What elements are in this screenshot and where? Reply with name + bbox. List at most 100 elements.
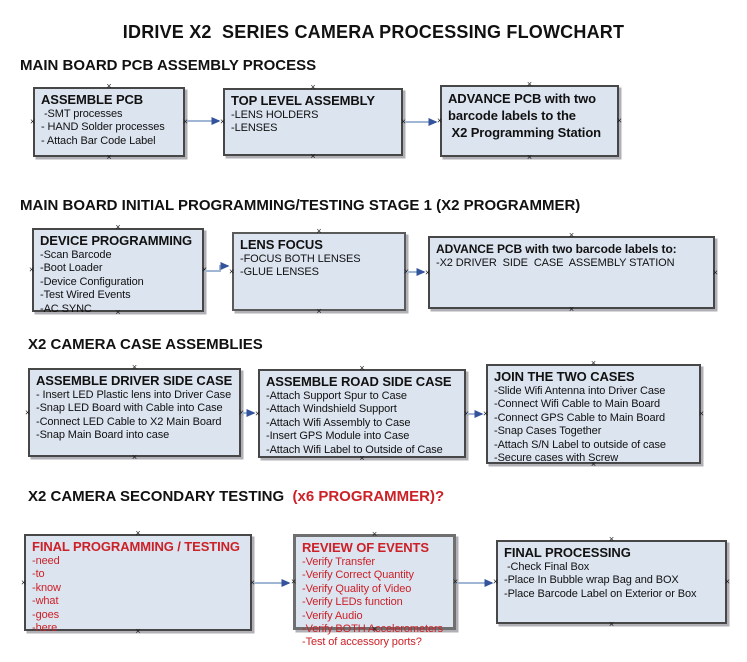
box-line: -Verify Quality of Video bbox=[302, 582, 412, 595]
connection-point-icon: × bbox=[493, 576, 499, 587]
connection-point-icon: × bbox=[291, 576, 297, 587]
box-line: -GLUE LENSES bbox=[240, 266, 319, 279]
box-line: -to bbox=[32, 568, 45, 581]
connection-point-icon: × bbox=[131, 362, 138, 372]
connection-point-icon: × bbox=[310, 151, 316, 161]
box-line: -need bbox=[32, 555, 60, 567]
connection-point-icon: × bbox=[115, 222, 121, 232]
connection-point-icon: × bbox=[724, 576, 730, 587]
box-title: FINAL PROCESSING bbox=[504, 545, 631, 560]
connection-point-icon: × bbox=[316, 226, 322, 236]
box-line: -AC SYNC bbox=[40, 302, 92, 315]
connection-point-icon: × bbox=[712, 267, 718, 277]
box-line: -Boot Loader bbox=[40, 262, 103, 275]
section-heading-pcb-assembly: MAIN BOARD PCB ASSEMBLY PROCESS bbox=[20, 57, 317, 74]
flow-box-advance-pcb-driver-side-station[interactable]: ADVANCE PCB with two barcode labels to: … bbox=[425, 231, 718, 314]
box-title: JOIN THE TWO CASES bbox=[494, 369, 635, 384]
connection-point-icon: × bbox=[452, 576, 458, 587]
box-line: X2 Programming Station bbox=[448, 125, 602, 140]
flow-box-final-processing[interactable]: FINAL PROCESSING -Check Final Box -Place… bbox=[493, 535, 730, 629]
box-line: -know bbox=[32, 581, 61, 594]
flow-box-device-programming[interactable]: DEVICE PROGRAMMING -Scan Barcode -Boot L… bbox=[29, 223, 207, 317]
box-title: DEVICE PROGRAMMING bbox=[40, 233, 193, 248]
box-line: -Snap LED Board with Cable into Case bbox=[36, 402, 223, 415]
box-title: ADVANCE PCB with two barcode labels to: bbox=[436, 242, 677, 256]
connection-point-icon: × bbox=[483, 408, 489, 419]
section-heading-case-assemblies: X2 CAMERA CASE ASSEMBLIES bbox=[28, 336, 263, 353]
section-heading-red-part: (x6 PROGRAMMER)? bbox=[288, 488, 445, 505]
box-line: -Attach Support Spur to Case bbox=[266, 390, 407, 402]
flow-box-top-level-assembly[interactable]: TOP LEVEL ASSEMBLY -LENS HOLDERS -LENSES… bbox=[220, 83, 406, 161]
box-title: ASSEMBLE PCB bbox=[41, 92, 144, 107]
connection-point-icon: × bbox=[255, 408, 261, 418]
connection-point-icon: × bbox=[616, 115, 622, 126]
connection-point-icon: × bbox=[106, 81, 112, 91]
box-line: -Secure cases with Screw bbox=[494, 452, 619, 465]
box-line: -Connect LED Cable to X2 Main Board bbox=[36, 415, 222, 428]
box-line: -SMT processes bbox=[41, 108, 123, 120]
box-line: barcode labels to the bbox=[448, 108, 576, 123]
flow-box-assemble-driver-side-case[interactable]: ASSEMBLE DRIVER SIDE CASE - Insert LED P… bbox=[25, 363, 244, 462]
box-line: -Test Wired Events bbox=[40, 289, 131, 302]
connection-point-icon: × bbox=[106, 152, 112, 162]
box-line: -Check Final Box bbox=[504, 561, 590, 573]
flow-box-assemble-road-side-case[interactable]: ASSEMBLE ROAD SIDE CASE -Attach Support … bbox=[255, 364, 469, 463]
box-line: -Slide Wifi Antenna into Driver Case bbox=[494, 385, 666, 397]
connection-point-icon: × bbox=[437, 115, 443, 126]
flow-box-lens-focus[interactable]: LENS FOCUS -FOCUS BOTH LENSES -GLUE LENS… bbox=[229, 227, 409, 316]
connection-point-icon: × bbox=[220, 116, 226, 127]
connection-point-icon: × bbox=[229, 266, 235, 276]
flow-box-final-programming-testing[interactable]: FINAL PROGRAMMING / TESTING -need -to -k… bbox=[21, 529, 255, 636]
flow-box-join-the-two-cases[interactable]: JOIN THE TWO CASES -Slide Wifi Antenna i… bbox=[483, 359, 704, 469]
section-heading-initial-programming: MAIN BOARD INITIAL PROGRAMMING/TESTING S… bbox=[20, 197, 581, 214]
connection-point-icon: × bbox=[201, 264, 207, 275]
connection-point-icon: × bbox=[182, 116, 188, 127]
box-line: -Verify BOTH Accelerometers bbox=[302, 623, 443, 636]
box-title: ASSEMBLE DRIVER SIDE CASE bbox=[36, 373, 233, 388]
connection-point-icon: × bbox=[400, 116, 406, 127]
connection-point-icon: × bbox=[135, 528, 141, 538]
box-line: -Insert GPS Module into Case bbox=[266, 430, 410, 443]
connection-point-icon: × bbox=[131, 452, 138, 462]
connection-point-icon: × bbox=[608, 619, 615, 629]
box-line: -Snap Cases Together bbox=[494, 425, 602, 438]
box-line: -Scan Barcode bbox=[40, 249, 112, 261]
connection-point-icon: × bbox=[371, 529, 378, 539]
box-line: -Attach Wifi Label to Outside of Case bbox=[266, 443, 443, 456]
connection-point-icon: × bbox=[30, 116, 36, 127]
flow-box-assemble-pcb[interactable]: ASSEMBLE PCB -SMT processes - HAND Solde… bbox=[30, 82, 188, 162]
connection-point-icon: × bbox=[425, 267, 431, 277]
connector-arrow[interactable] bbox=[205, 262, 230, 272]
box-line: -X2 DRIVER SIDE CASE ASSEMBLY STATION bbox=[436, 257, 675, 269]
box-line: -Verify Transfer bbox=[302, 556, 375, 568]
box-title: REVIEW OF EVENTS bbox=[302, 540, 429, 555]
box-line: - Attach Bar Code Label bbox=[41, 134, 156, 147]
connection-point-icon: × bbox=[526, 79, 533, 89]
flow-box-advance-pcb-programming-station[interactable]: ADVANCE PCB with two barcode labels to t… bbox=[437, 80, 622, 162]
box-line: -Place Barcode Label on Exterior or Box bbox=[504, 587, 697, 600]
connection-point-icon: × bbox=[249, 577, 255, 587]
box-line: -goes bbox=[32, 608, 60, 621]
connection-point-icon: × bbox=[526, 152, 533, 162]
box-title: FINAL PROGRAMMING / TESTING bbox=[32, 539, 240, 554]
section-heading-secondary-testing: X2 CAMERA SECONDARY TESTING (x6 PROGRAMM… bbox=[28, 488, 444, 505]
connection-point-icon: × bbox=[568, 304, 575, 314]
connection-point-icon: × bbox=[316, 306, 322, 316]
connection-point-icon: × bbox=[698, 408, 704, 419]
box-line: -Snap Main Board into case bbox=[36, 429, 170, 442]
box-line: -LENSES bbox=[231, 122, 278, 135]
box-line: -Verify Correct Quantity bbox=[302, 569, 414, 582]
box-line: -here bbox=[32, 622, 58, 635]
box-line: -Verify Audio bbox=[302, 609, 363, 622]
connection-point-icon: × bbox=[29, 264, 35, 275]
flow-box-review-of-events[interactable]: REVIEW OF EVENTS -Verify Transfer -Verif… bbox=[291, 530, 458, 649]
connection-point-icon: × bbox=[25, 407, 31, 417]
box-line: -Attach Wifi Assembly to Case bbox=[266, 416, 411, 429]
connection-point-icon: × bbox=[590, 358, 597, 368]
box-line: -Connect GPS Cable to Main Board bbox=[494, 411, 666, 424]
box-title: TOP LEVEL ASSEMBLY bbox=[231, 93, 375, 108]
box-line: -Device Configuration bbox=[40, 275, 144, 288]
connection-point-icon: × bbox=[463, 408, 469, 418]
connection-point-icon: × bbox=[359, 363, 365, 373]
connection-point-icon: × bbox=[568, 230, 575, 240]
